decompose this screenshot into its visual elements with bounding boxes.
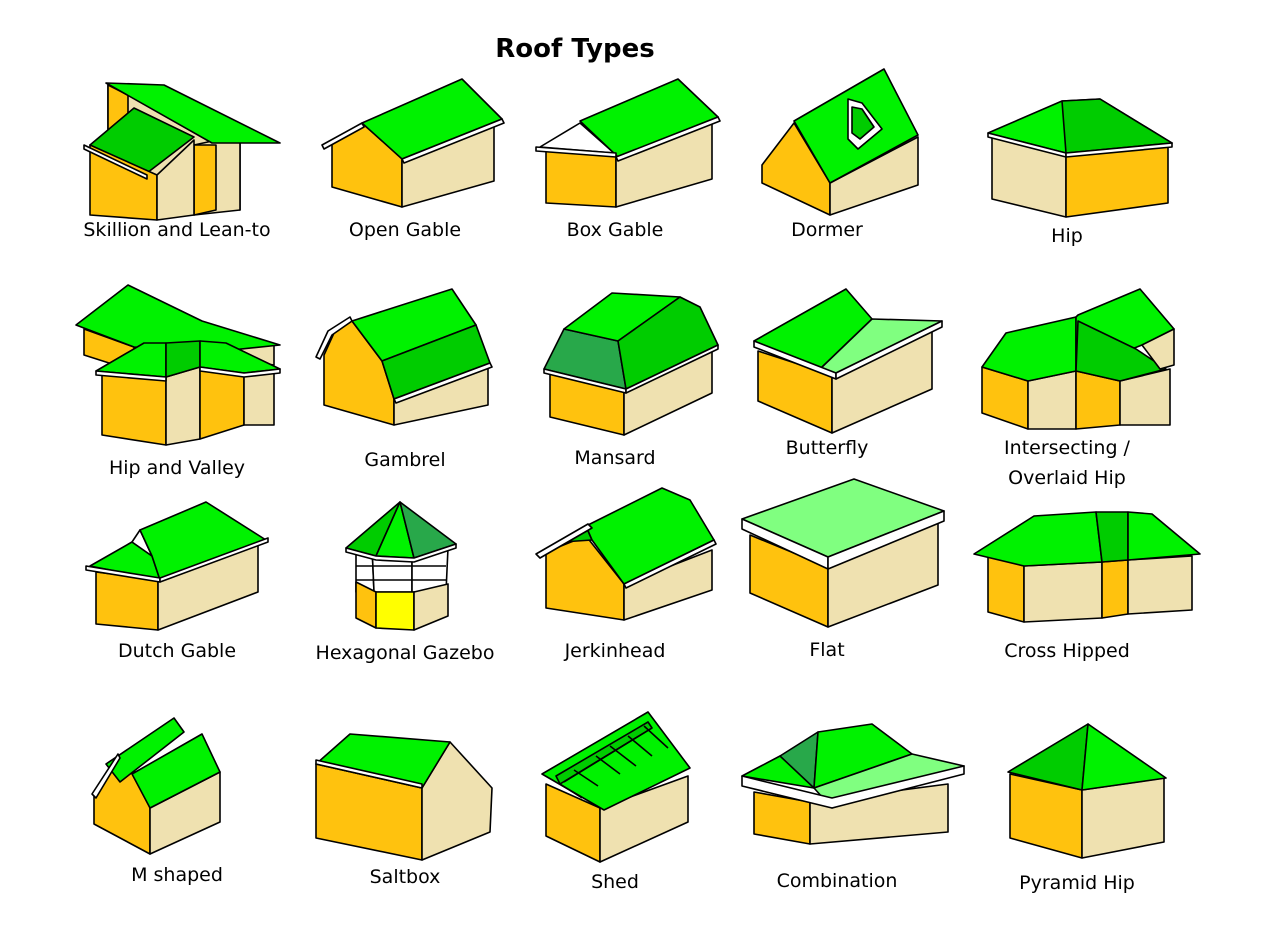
mansard-house-icon: [543, 292, 719, 436]
open-gable-house-icon: [321, 78, 505, 208]
roof-type-card: Jerkinhead: [500, 487, 730, 720]
hexagonal-gazebo-icon: [345, 501, 457, 631]
dormer-house-icon: [761, 68, 919, 216]
roof-type-label: Hip and Valley: [108, 457, 246, 479]
roof-type-card: Hexagonal Gazebo: [290, 500, 520, 720]
roof-type-card: Saltbox: [290, 712, 520, 932]
roof-type-card: Butterfly: [712, 285, 943, 505]
roof-type-card: Skillion and Lean-to: [62, 75, 292, 295]
flat-roof-house-icon: [741, 478, 945, 628]
hip-house-icon: [987, 98, 1173, 218]
roof-type-label: Dormer: [791, 219, 863, 241]
skillion-lean-to-house-icon: [83, 82, 281, 221]
roof-type-label: M shaped: [131, 864, 223, 886]
roof-type-card: Pyramid Hip: [962, 712, 1192, 932]
cross-hipped-house-icon: [973, 511, 1201, 623]
roof-type-label: Saltbox: [369, 866, 441, 888]
roof-type-card: Shed: [500, 711, 730, 932]
roof-type-label: Dutch Gable: [117, 640, 237, 662]
roof-type-label: Jerkinhead: [564, 640, 666, 662]
roof-type-label: Skillion and Lean-to: [83, 219, 271, 241]
hip-and-valley-house-icon: [75, 284, 281, 446]
shed-roof-house-icon: [541, 711, 691, 863]
roof-type-card: M shaped: [62, 712, 292, 932]
roof-type-label: Hexagonal Gazebo: [315, 642, 495, 664]
roof-type-label: Intersecting / Overlaid Hip: [1004, 437, 1130, 489]
roof-type-card: Flat: [712, 475, 945, 695]
roof-type-label: Mansard: [574, 447, 656, 469]
roof-type-label: Gambrel: [364, 449, 446, 471]
roof-type-label: Cross Hipped: [1004, 640, 1130, 662]
dutch-gable-house-icon: [85, 501, 269, 631]
roof-type-card: Gambrel: [290, 285, 520, 505]
roof-type-label: Open Gable: [348, 219, 462, 241]
roof-type-card: Box Gable: [500, 75, 730, 295]
roof-type-card: Open Gable: [290, 75, 520, 295]
roof-type-label: Flat: [809, 639, 845, 661]
roof-type-card: Hip and Valley: [62, 284, 292, 505]
butterfly-house-icon: [753, 288, 943, 434]
roof-type-card: Combination: [722, 712, 965, 932]
roof-type-card: Dutch Gable: [62, 500, 292, 720]
m-shaped-house-icon: [91, 717, 221, 855]
page-title: Roof Types: [495, 34, 655, 64]
jerkinhead-house-icon: [535, 487, 717, 621]
combination-roof-house-icon: [741, 723, 965, 845]
box-gable-house-icon: [535, 78, 721, 208]
roof-type-card: Cross Hipped: [952, 500, 1201, 720]
roof-type-card: Dormer: [712, 68, 942, 295]
roof-type-card: Hip: [952, 75, 1182, 295]
pyramid-hip-house-icon: [1007, 723, 1167, 859]
gambrel-house-icon: [315, 288, 493, 426]
roof-type-label: Shed: [591, 871, 639, 893]
saltbox-house-icon: [315, 733, 493, 861]
roof-type-label: Hip: [1051, 225, 1083, 247]
roof-type-card: Mansard: [500, 285, 730, 505]
intersecting-hip-house-icon: [981, 288, 1175, 430]
roof-type-card: Intersecting / Overlaid Hip: [952, 285, 1182, 505]
roof-type-label: Box Gable: [566, 219, 664, 241]
roof-type-label: Combination: [776, 870, 898, 892]
roof-type-label: Butterfly: [785, 437, 869, 459]
roof-type-label: Pyramid Hip: [1019, 872, 1135, 894]
